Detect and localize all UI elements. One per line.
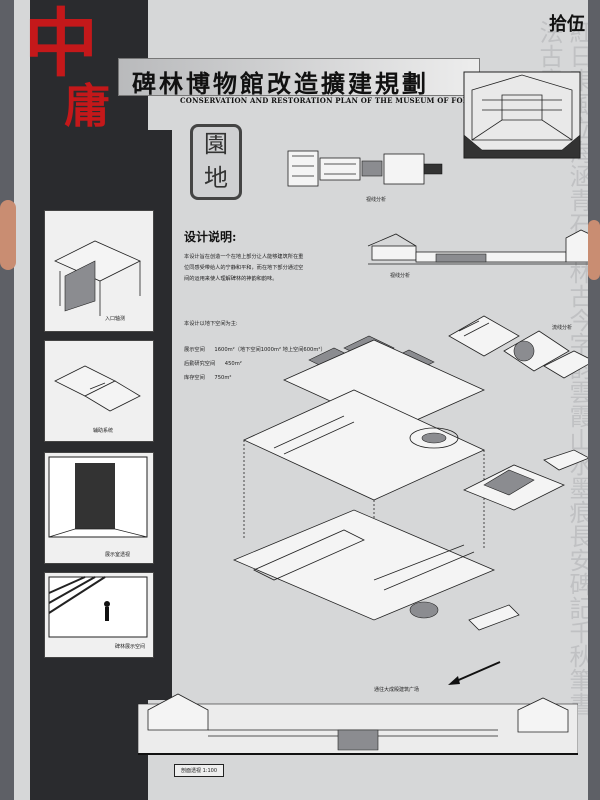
- plan-top-caption: 视线分析: [366, 197, 387, 203]
- logo-char-2: 庸: [64, 79, 110, 133]
- right-lower-axonometric: [463, 449, 588, 511]
- seal-char-1: 園: [204, 130, 228, 158]
- panel3-caption: 展示室透视: [105, 552, 131, 558]
- area-row-3: 库存空间 750m²: [184, 374, 231, 381]
- panel4-caption: 碑林展示空间: [115, 644, 146, 650]
- entrance-arrow: [448, 661, 501, 685]
- top-right-perspective: [463, 71, 581, 159]
- panel-stele-space: 碑林展示空间: [44, 572, 154, 658]
- area-label-2: 后勤研究空间: [184, 361, 216, 367]
- panel-entrance-axonometric: 入口轴测: [44, 210, 154, 332]
- sheet-number: 拾伍: [549, 14, 585, 35]
- right-mid-axonometric: [448, 315, 588, 379]
- area-value-2: 450m²: [224, 361, 242, 367]
- area-value-3: 750m²: [214, 375, 232, 381]
- hand-right: [588, 220, 600, 280]
- area-row-1: 展示空间 1600m²（地下空间1000m² 地上空间600m²）: [184, 346, 326, 353]
- panel-exhibition-perspective: 展示室透视: [44, 452, 154, 564]
- area-label-1: 展示空间: [184, 347, 205, 353]
- bottom-caption: 剖面透视 1:100: [174, 764, 224, 777]
- design-notes-area-intro: 本设计以地下空间为主:: [184, 321, 238, 327]
- logo: 中 庸: [24, 1, 110, 133]
- bottom-section-perspective: [138, 693, 578, 755]
- title-chinese: 碑林博物館改造擴建規劃: [132, 69, 429, 98]
- hand-left: [0, 200, 16, 270]
- center-axonometric: [232, 335, 520, 631]
- panel-auxiliary-system: 辅助系统: [44, 340, 154, 442]
- area-value-1: 1600m²（地下空间1000m² 地上空间600m²）: [214, 347, 326, 353]
- plan-top: [287, 150, 443, 187]
- poster-board: 紅日東風立海涵青石碑林古今字韵雲霞山水墨痕長安碑記千秋筆書法古意 中 庸 拾伍 …: [14, 0, 588, 800]
- logo-char-1: 中: [24, 1, 98, 87]
- area-label-3: 库存空间: [184, 375, 205, 381]
- panel2-caption: 辅助系统: [93, 428, 114, 434]
- section-mid-caption: 视线分析: [390, 273, 411, 279]
- right-mid-caption: 流线分析: [552, 325, 573, 331]
- title-english: CONSERVATION AND RESTORATION PLAN OF THE…: [180, 96, 534, 105]
- seal: 園 地: [190, 124, 242, 200]
- area-row-2: 后勤研究空间 450m²: [184, 360, 242, 367]
- section-mid: [367, 229, 588, 265]
- seal-char-2: 地: [204, 164, 228, 192]
- entrance-label: 通往大成殿建筑广场: [374, 687, 420, 693]
- design-notes-heading: 设计说明:: [184, 230, 237, 244]
- design-notes-paragraph: 本设计旨在创造一个在地上部分让人能够建筑所在重位同感受带给人的宁静和平和，而在地…: [184, 254, 304, 282]
- title-band: [118, 58, 480, 96]
- panel1-caption: 入口轴测: [105, 316, 126, 322]
